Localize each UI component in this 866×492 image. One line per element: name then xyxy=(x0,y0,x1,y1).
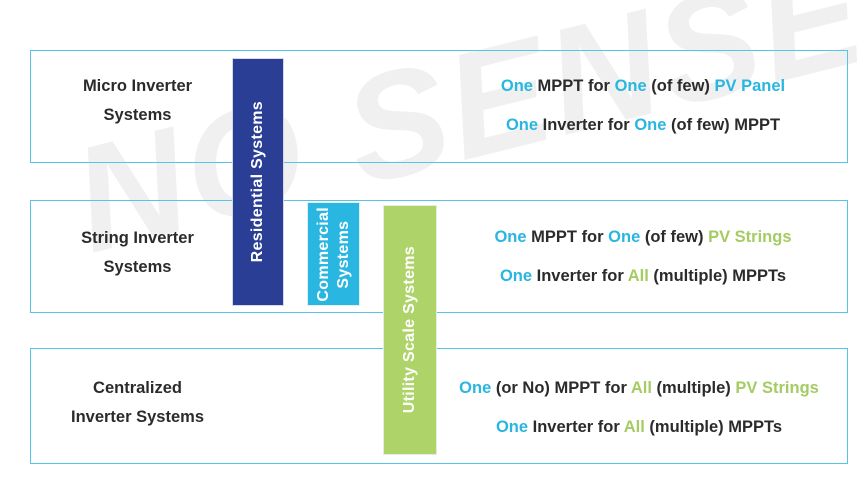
statement-line: One (or No) MPPT for All (multiple) PV S… xyxy=(442,380,836,397)
statement-segment: (multiple) MPPTs xyxy=(648,266,787,285)
statement-segment: One xyxy=(614,77,647,95)
statement-line: One Inverter for All (multiple) MPPTs xyxy=(452,266,834,285)
row-label-line2: Inverter Systems xyxy=(71,407,204,426)
statement-segment: Inverter for xyxy=(528,417,624,436)
statement-segment: Inverter for xyxy=(538,115,635,134)
row-box-centralized-inverter xyxy=(30,348,848,464)
statement-line: One MPPT for One (of few) PV Panel xyxy=(452,78,834,95)
bar-residential-systems-label: Residential Systems xyxy=(249,101,266,263)
statement-segment: One xyxy=(505,115,539,134)
statement-segment: One xyxy=(494,228,527,246)
statement-segment: One xyxy=(608,228,641,246)
statement-segment: MPPT for xyxy=(526,228,609,246)
statement-segment: (of few) xyxy=(646,77,715,95)
statement-segment: (of few) MPPT xyxy=(666,115,781,134)
statement-segment: (multiple) MPPTs xyxy=(644,417,783,436)
row-label-centralized-inverter: Centralized Inverter Systems xyxy=(40,374,235,432)
row-box-micro-inverter xyxy=(30,50,848,163)
statement-segment: (multiple) xyxy=(651,379,736,397)
statement-segment: One xyxy=(499,266,533,285)
statement-line: One Inverter for One (of few) MPPT xyxy=(452,115,834,134)
row-label-line1: Centralized xyxy=(93,379,182,397)
statement-segment: MPPT for xyxy=(532,77,615,95)
statement-line: One MPPT for One (of few) PV Strings xyxy=(452,229,834,246)
statement-segment: PV Panel xyxy=(714,77,786,95)
statement-segment: PV Strings xyxy=(708,228,792,246)
statement-segment: (of few) xyxy=(640,228,709,246)
statement-segment: All xyxy=(623,417,645,436)
statement-segment: PV Strings xyxy=(735,379,819,397)
statement-segment: (or No) MPPT for xyxy=(491,379,631,397)
statement-segment: One xyxy=(634,115,667,134)
bar-residential-systems: Residential Systems xyxy=(232,58,284,306)
statement-line: One Inverter for All (multiple) MPPTs xyxy=(442,417,836,436)
row-label-line2: Systems xyxy=(103,105,172,124)
statement-segment: All xyxy=(627,266,649,285)
statements-centralized-inverter: One (or No) MPPT for All (multiple) PV S… xyxy=(442,380,836,435)
row-label-line1: String Inverter xyxy=(81,229,194,247)
bar-commercial-systems: Commercial Systems xyxy=(307,202,360,306)
row-label-line2: Systems xyxy=(103,257,172,276)
bar-commercial-systems-label: Commercial Systems xyxy=(314,206,352,302)
row-box-string-inverter xyxy=(30,200,848,313)
statement-segment: One xyxy=(495,417,529,436)
row-label-line1: Micro Inverter xyxy=(82,77,193,95)
statement-segment: One xyxy=(500,77,533,95)
statement-segment: All xyxy=(630,379,652,397)
bar-utility-scale-systems: Utility Scale Systems xyxy=(383,205,437,455)
row-label-micro-inverter: Micro Inverter Systems xyxy=(40,72,235,130)
statement-segment: Inverter for xyxy=(532,266,628,285)
statement-segment: One xyxy=(459,379,492,397)
bar-utility-scale-systems-label: Utility Scale Systems xyxy=(401,246,418,414)
row-label-string-inverter: String Inverter Systems xyxy=(40,224,235,282)
